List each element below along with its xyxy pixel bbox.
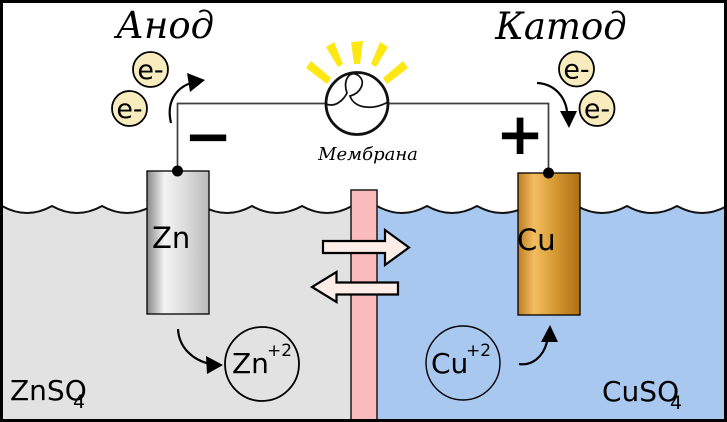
cathode-terminal-dot <box>543 167 554 179</box>
membrane-label: Мембрана <box>317 144 418 165</box>
light-ray-icon <box>306 61 331 84</box>
minus-sign: − <box>184 102 233 170</box>
copper-electrode-label: Cu <box>517 223 556 257</box>
light-ray-icon <box>326 42 343 67</box>
electron-label: e- <box>584 94 610 125</box>
anode-terminal-dot <box>172 165 183 177</box>
electron-circle <box>132 51 169 88</box>
light-ray-icon <box>371 42 388 67</box>
electron-circle <box>578 90 616 127</box>
anode-title: Анод <box>113 4 214 47</box>
zinc-ion-symbol: Zn <box>232 347 269 380</box>
anode-solution-subscript: 4 <box>73 391 85 413</box>
light-ray-icon <box>351 41 363 64</box>
anode-wire <box>176 102 326 171</box>
zinc-ion-charge: +2 <box>267 341 292 361</box>
zinc-ion-arrow <box>176 328 211 366</box>
plus-sign: + <box>496 100 545 168</box>
bulb-filament-icon <box>325 72 389 109</box>
zinc-electrode <box>146 170 210 315</box>
cathode-electron-arrow <box>536 81 569 112</box>
copper-ion-symbol: Cu <box>431 347 468 380</box>
copper-ion-circle <box>425 325 501 401</box>
copper-ion-charge: +2 <box>466 341 491 361</box>
cathode-electron-arrowhead-icon <box>560 111 577 128</box>
electron-circle <box>558 50 595 88</box>
anode-electron-arrow <box>168 81 192 124</box>
flow-arrow-right-icon <box>321 227 411 268</box>
cathode-wire <box>388 102 550 173</box>
copper-ion-arrowhead-icon <box>541 325 558 342</box>
anode-solution-label: ZnSO <box>10 374 87 407</box>
membrane-bar <box>350 189 378 421</box>
flow-arrow-left-icon <box>309 270 400 304</box>
electron-label: e- <box>116 94 142 125</box>
zinc-ion-circle <box>224 326 300 402</box>
electron-circle <box>111 90 148 127</box>
electron-label: e- <box>563 55 589 86</box>
electron-label: e- <box>137 55 163 86</box>
cathode-solution-label: CuSO <box>602 375 679 408</box>
anode-electron-arrowhead-icon <box>187 73 205 92</box>
cathode-title: Катод <box>494 5 627 48</box>
zinc-ion-arrowhead-icon <box>206 356 223 374</box>
cathode-solution-subscript: 4 <box>670 392 682 414</box>
zinc-electrode-label: Zn <box>152 221 190 255</box>
light-ray-icon <box>383 61 408 84</box>
copper-electrode <box>517 172 581 316</box>
copper-ion-arrow <box>518 341 549 366</box>
